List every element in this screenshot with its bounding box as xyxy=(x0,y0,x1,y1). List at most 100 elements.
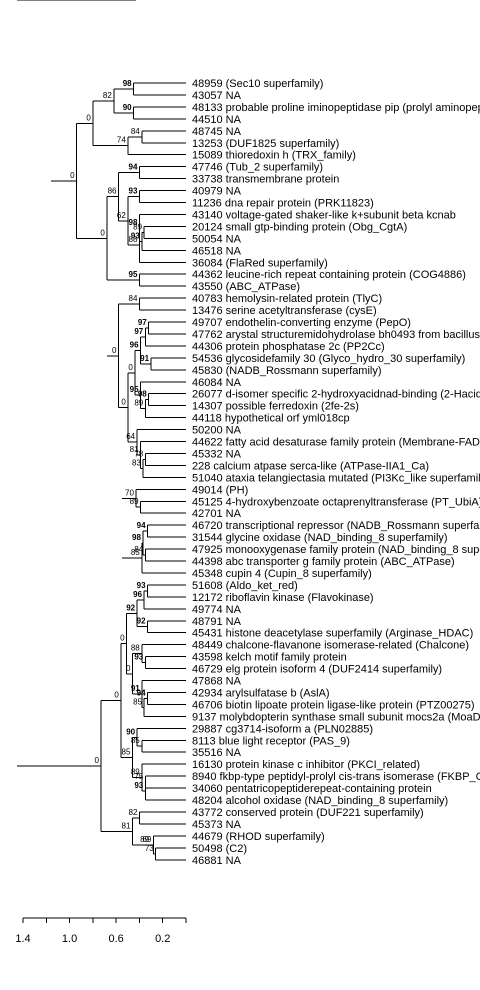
tip-label: 46729 elg protein isoform 4 (DUF2414 sup… xyxy=(192,664,442,676)
support-value: 94 xyxy=(137,688,146,697)
tip-label: 14307 possible ferredoxin (2fe-2s) xyxy=(192,401,359,413)
tip-label: 29887 cg3714-isoform a (PLN02885) xyxy=(192,723,373,735)
support-value: 84 xyxy=(131,127,140,136)
support-value: 85 xyxy=(122,747,131,756)
support-labels: 9890849493899584979198788994849392939485… xyxy=(11,0,155,853)
support-value: 98 xyxy=(132,533,141,542)
tip-label: 42934 arylsulfatase b (AslA) xyxy=(192,687,330,699)
support-value: 93 xyxy=(131,231,140,240)
tip-label: 46720 transcriptional repressor (NADB_Ro… xyxy=(192,520,480,532)
scale-tick-label: 0.2 xyxy=(155,933,170,945)
scale-tick-label: 1.0 xyxy=(62,933,77,945)
tip-label: 20124 small gtp-binding protein (Obg_Cgt… xyxy=(192,221,407,233)
tip-label: 44622 fatty acid desaturase family prote… xyxy=(192,437,480,449)
support-value: 89 xyxy=(134,399,143,408)
support-value: 90 xyxy=(126,727,135,736)
support-value: 83 xyxy=(132,458,141,467)
tip-label: 47925 monooxygenase family protein (NAD_… xyxy=(192,544,480,556)
support-value: 89 xyxy=(140,835,149,844)
tip-label: 47746 (Tub_2 superfamily) xyxy=(192,162,323,174)
tip-label: 11236 dna repair protein (PRK11823) xyxy=(192,198,374,210)
tip-label: 47868 NA xyxy=(192,676,242,688)
support-value: 90 xyxy=(123,103,132,112)
support-value: 0 xyxy=(128,363,133,372)
tip-label: 45125 4-hydroxybenzoate octaprenyltransf… xyxy=(192,496,480,508)
tip-label: 31544 glycine oxidase (NAD_binding_8 sup… xyxy=(192,532,448,544)
tip-label: 48449 chalcone-flavanone isomerase-relat… xyxy=(192,640,469,652)
support-value: 64 xyxy=(126,432,135,441)
tip-label: 48745 NA xyxy=(192,126,242,138)
support-value: 0 xyxy=(100,228,105,237)
scale-tick-label: 0.6 xyxy=(108,933,123,945)
support-value: 73 xyxy=(145,844,154,853)
tip-label: 46084 NA xyxy=(192,377,242,389)
support-value: 0 xyxy=(116,0,121,2)
tip-label: 47762 arystal structuremidohydrolase bh0… xyxy=(192,329,480,341)
tip-label: 45431 histone deacetylase superfamily (A… xyxy=(192,628,473,640)
support-value: 89 xyxy=(133,222,142,231)
tip-label: 36084 (FlaRed superfamily) xyxy=(192,257,328,269)
support-value: 96 xyxy=(130,340,139,349)
tip-label: 44679 (RHOD superfamily) xyxy=(192,831,325,843)
tip-label: 48204 alcohol oxidase (NAD_binding_8 sup… xyxy=(192,795,448,807)
support-value: 93 xyxy=(134,653,143,662)
tip-label: 9137 molybdopterin synthase small subuni… xyxy=(192,711,480,723)
support-value: 84 xyxy=(134,545,143,554)
support-value: 85 xyxy=(133,697,142,706)
tip-label: 13253 (DUF1825 superfamily) xyxy=(192,138,339,150)
support-value: 0 xyxy=(86,113,91,122)
support-value: 0 xyxy=(114,690,119,699)
support-value: 0 xyxy=(70,171,75,180)
tip-label: 228 calcium atpase serca-like (ATPase-II… xyxy=(192,460,429,472)
tip-label: 46518 NA xyxy=(192,245,242,257)
support-value: 94 xyxy=(129,163,138,172)
support-value: 91 xyxy=(131,684,140,693)
tip-label: 44510 NA xyxy=(192,114,242,126)
tip-label: 49707 endothelin-converting enzyme (PepO… xyxy=(192,317,411,329)
tip-label: 44398 abc transporter g family protein (… xyxy=(192,556,455,568)
tip-label: 48791 NA xyxy=(192,616,242,628)
tip-label: 45830 (NADB_Rossmann superfamily) xyxy=(192,365,382,377)
tip-label: 48133 probable proline iminopeptidase pi… xyxy=(192,102,480,114)
tip-label: 46706 biotin lipoate protein ligase-like… xyxy=(192,699,475,711)
support-value: 0 xyxy=(44,0,49,2)
tip-label: 16130 protein kinase c inhibitor (PKCI_r… xyxy=(192,759,420,771)
support-value: 91 xyxy=(140,354,149,363)
tip-label: 44118 hypothetical orf yml018cp xyxy=(192,413,350,425)
support-value: 96 xyxy=(133,590,142,599)
support-value: 88 xyxy=(129,235,138,244)
support-value: 97 xyxy=(138,318,147,327)
scale-tick-label: 1.4 xyxy=(15,933,30,945)
tip-label: 43140 voltage-gated shaker-like k+subuni… xyxy=(192,209,456,221)
tip-label: 46881 NA xyxy=(192,855,242,867)
tip-label: 50498 (C2) xyxy=(192,843,247,855)
support-value: 95 xyxy=(129,270,138,279)
support-value: 75 xyxy=(134,772,143,781)
support-value: 62 xyxy=(117,211,126,220)
support-value: 0 xyxy=(121,398,126,407)
support-value: 92 xyxy=(126,603,135,612)
support-value: 98 xyxy=(123,79,132,88)
tip-label: 35516 NA xyxy=(192,747,242,759)
support-value: 85 xyxy=(131,548,140,557)
tip-label: 51608 (Aldo_ket_red) xyxy=(192,580,298,592)
tip-label: 8940 fkbp-type peptidyl-prolyl cis-trans… xyxy=(192,771,480,783)
support-value: 70 xyxy=(125,488,134,497)
support-value: 86 xyxy=(108,187,117,196)
support-value: 0 xyxy=(126,664,131,673)
tip-label: 45373 NA xyxy=(192,819,242,831)
support-value: 98 xyxy=(138,390,147,399)
tip-label: 44362 leucine-rich repeat containing pro… xyxy=(192,269,466,281)
tip-label: 54536 glycosidefamily 30 (Glyco_hydro_30… xyxy=(192,353,465,365)
support-value: 94 xyxy=(137,521,146,530)
tip-label: 42701 NA xyxy=(192,508,242,520)
support-value: 93 xyxy=(137,581,146,590)
tip-label: 49014 (PH) xyxy=(192,484,248,496)
support-value: 93 xyxy=(129,187,138,196)
tree-branches xyxy=(17,0,186,861)
support-value: 89 xyxy=(130,497,139,506)
tip-label: 43057 NA xyxy=(192,90,242,102)
tip-label: 48959 (Sec10 superfamily) xyxy=(192,78,323,90)
tip-label: 15089 thioredoxin h (TRX_family) xyxy=(192,150,356,162)
support-value: 0 xyxy=(112,346,117,355)
